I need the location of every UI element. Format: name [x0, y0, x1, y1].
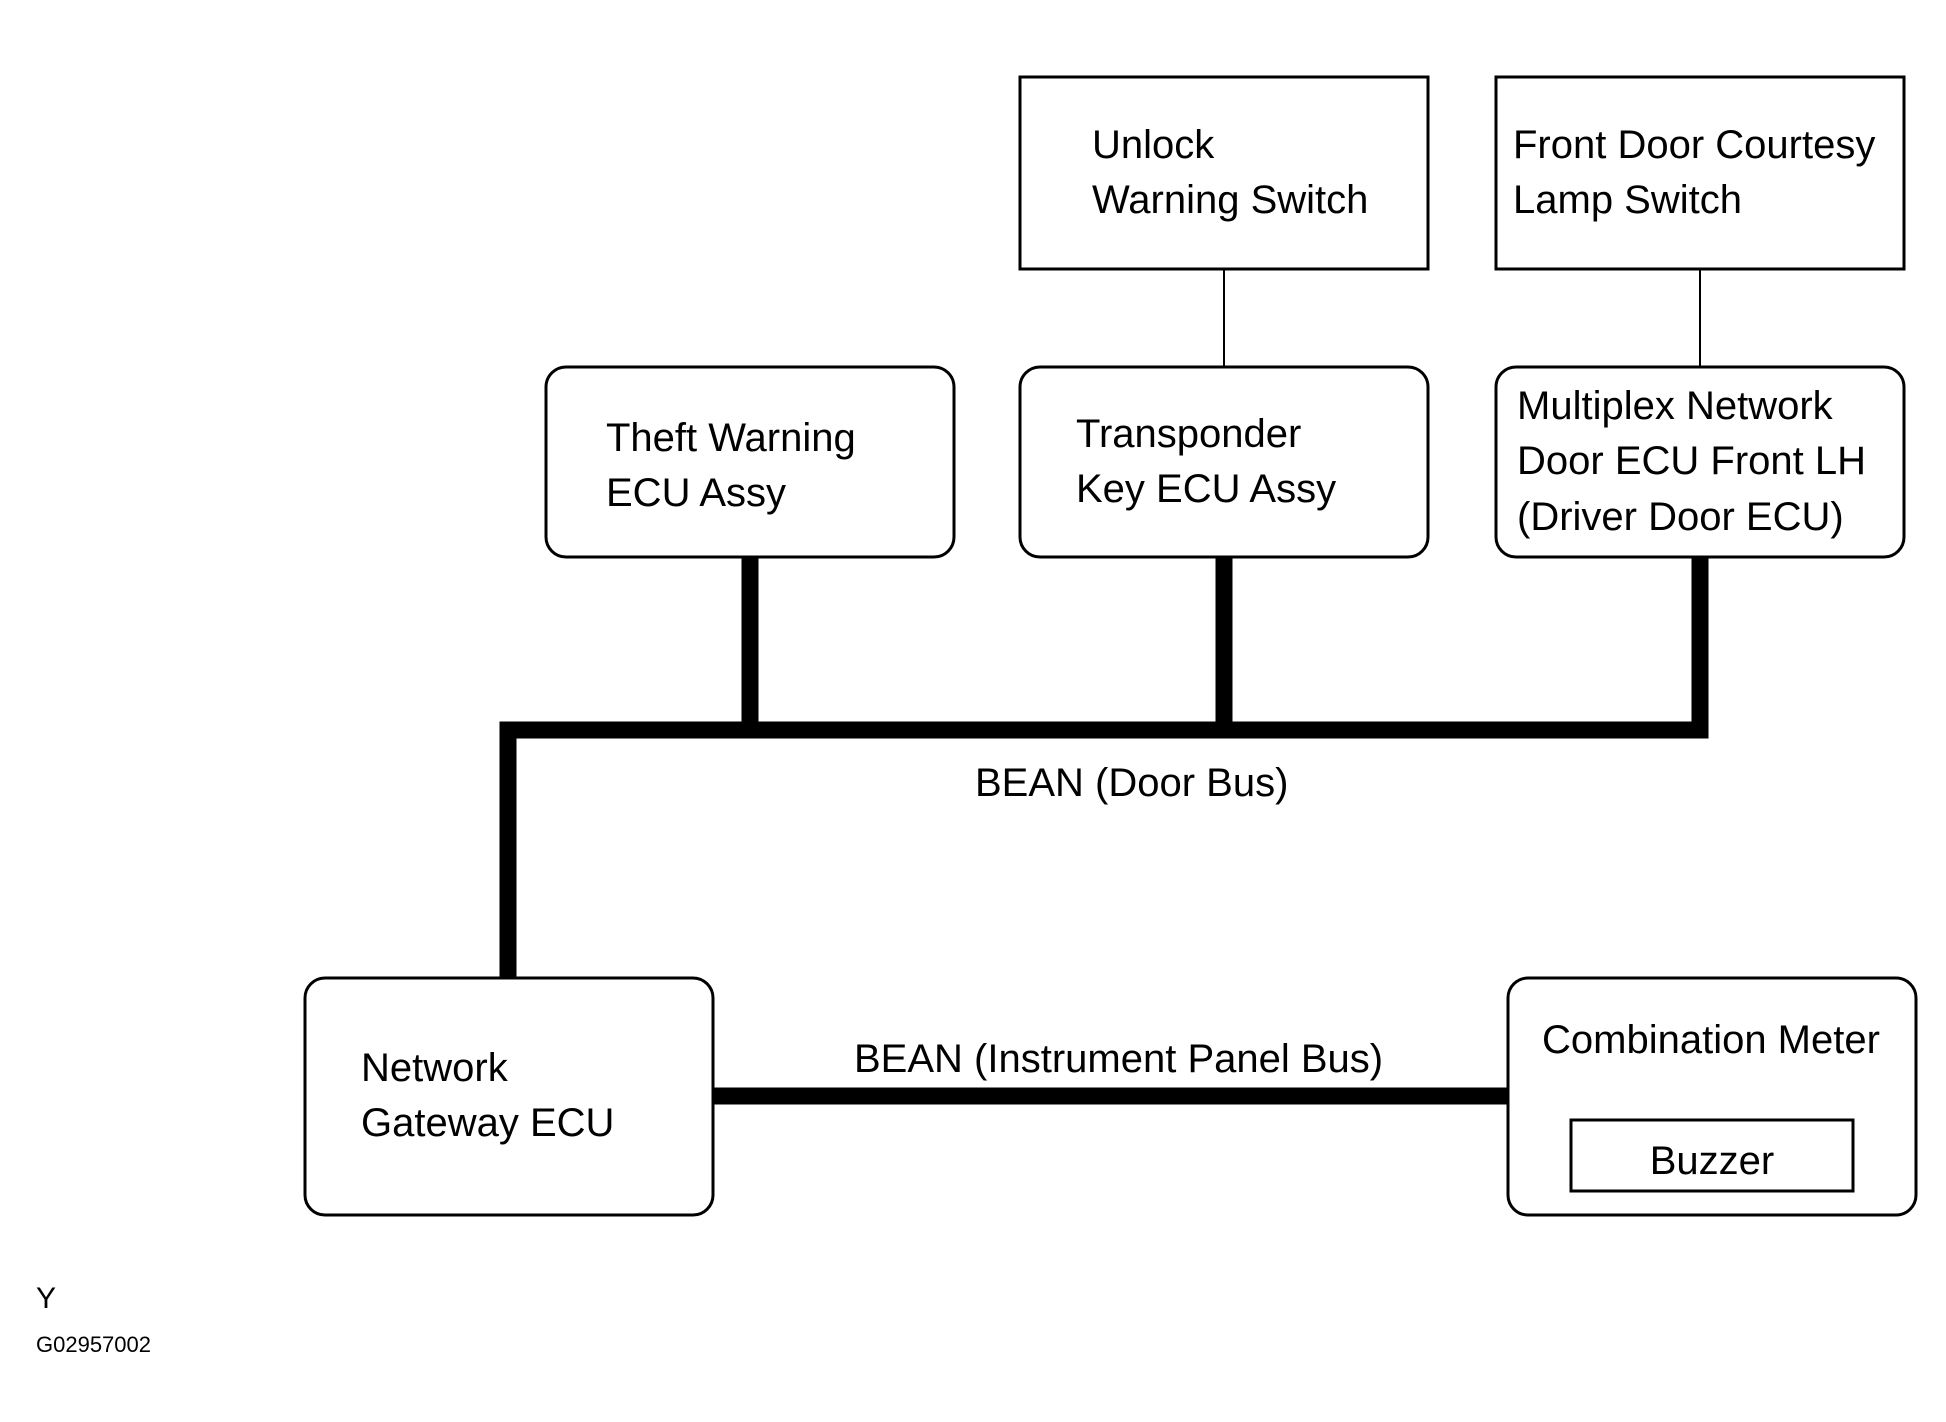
figure-id: G02957002: [36, 1332, 151, 1357]
unlock-warning-switch-label: Unlock Warning Switch: [1092, 123, 1368, 222]
figure-letter: Y: [36, 1282, 56, 1315]
network-gateway-ecu-label: Network Gateway ECU: [361, 1046, 614, 1145]
buzzer-label: Buzzer: [1650, 1139, 1775, 1183]
buzzer-box: [1569, 1118, 1855, 1193]
door-bus-line: [499, 557, 1709, 978]
transponder-key-ecu-label: Transponder Key ECU Assy: [1076, 412, 1336, 511]
door-bus-label: BEAN (Door Bus): [975, 761, 1288, 805]
unlock-warning-switch-box: [1018, 75, 1430, 271]
instrument-panel-bus-label: BEAN (Instrument Panel Bus): [854, 1037, 1383, 1081]
combination-meter-label: Combination Meter: [1542, 1018, 1880, 1062]
theft-warning-ecu-label: Theft Warning ECU Assy: [606, 416, 867, 515]
front-door-courtesy-lamp-switch-label: Front Door Courtesy Lamp Switch: [1513, 123, 1886, 222]
front-door-courtesy-lamp-switch-box: [1494, 75, 1906, 271]
network-gateway-ecu-box: [303, 976, 715, 1217]
multiplex-network-door-ecu-label: Multiplex Network Door ECU Front LH (Dri…: [1517, 384, 1877, 539]
theft-warning-ecu-box: [544, 365, 956, 559]
transponder-key-ecu-box: [1018, 365, 1430, 559]
